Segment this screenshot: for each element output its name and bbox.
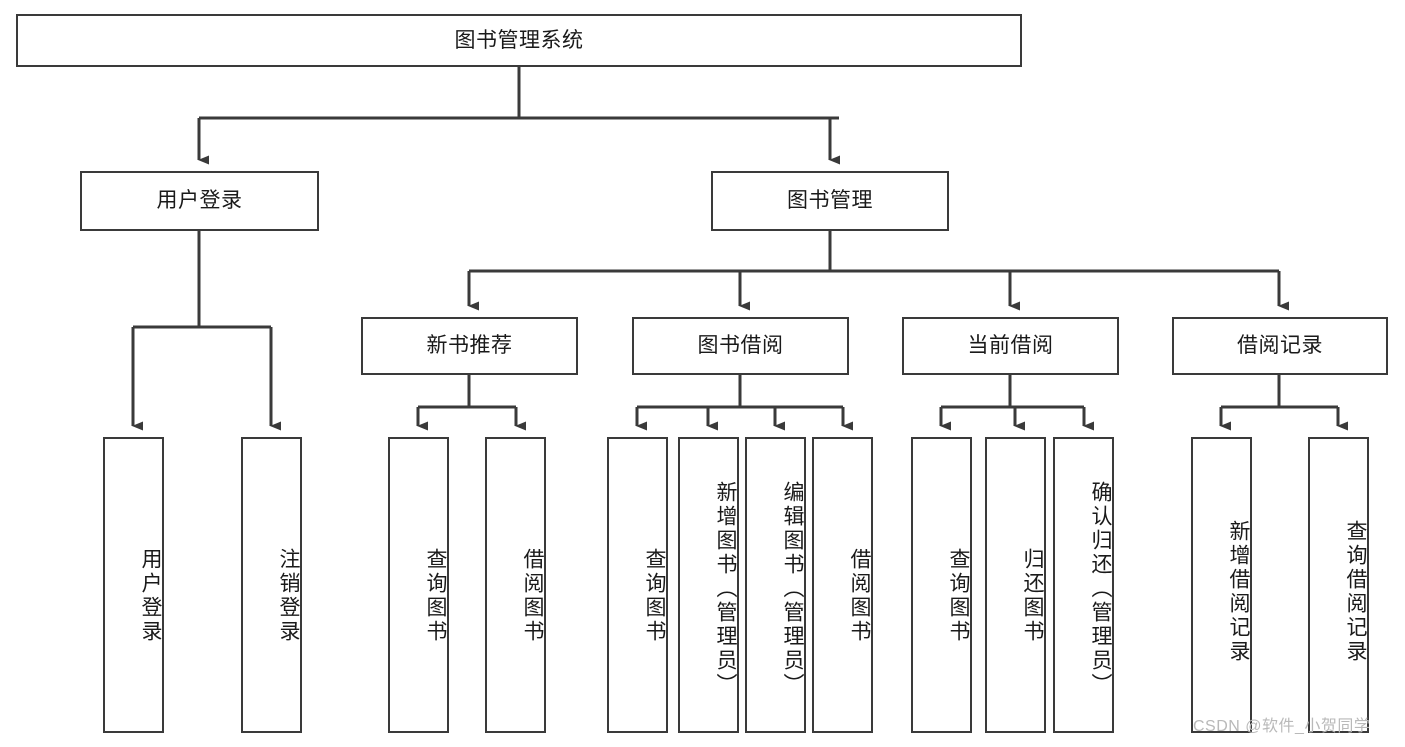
leaf-add-record[interactable]: 新增借阅记录	[1191, 437, 1252, 733]
leaf-query-book-1[interactable]: 查询图书	[388, 437, 449, 733]
leaf-query-record[interactable]: 查询借阅记录	[1308, 437, 1369, 733]
node-borrow-record[interactable]: 借阅记录	[1172, 317, 1388, 375]
leaf-add-book-label: 新增图书（管理员）	[714, 481, 737, 697]
leaf-user-logout-label: 注销登录	[277, 548, 300, 644]
leaf-query-book-2-label: 查询图书	[643, 548, 666, 644]
leaf-user-logout[interactable]: 注销登录	[241, 437, 302, 733]
node-book-borrow-label: 图书借阅	[697, 334, 784, 358]
node-book-manage-label: 图书管理	[787, 189, 873, 213]
node-book-manage[interactable]: 图书管理	[711, 171, 949, 231]
node-user-login-label: 用户登录	[156, 189, 243, 213]
leaf-add-book[interactable]: 新增图书（管理员）	[678, 437, 739, 733]
node-root-label: 图书管理系统	[454, 28, 584, 52]
leaf-query-book-2[interactable]: 查询图书	[607, 437, 668, 733]
leaf-add-record-label: 新增借阅记录	[1227, 520, 1250, 664]
node-new-book-rec-label: 新书推荐	[426, 334, 513, 358]
leaf-return-book-label: 归还图书	[1021, 548, 1044, 644]
node-borrow-record-label: 借阅记录	[1237, 334, 1323, 358]
leaf-confirm-return-label: 确认归还（管理员）	[1089, 481, 1112, 697]
leaf-return-book[interactable]: 归还图书	[985, 437, 1046, 733]
node-root[interactable]: 图书管理系统	[16, 14, 1022, 67]
leaf-borrow-book-1[interactable]: 借阅图书	[485, 437, 546, 733]
node-current-borrow-label: 当前借阅	[967, 334, 1054, 358]
leaf-query-book-1-label: 查询图书	[424, 548, 447, 644]
node-book-borrow[interactable]: 图书借阅	[632, 317, 849, 375]
leaf-borrow-book-1-label: 借阅图书	[521, 548, 544, 644]
node-new-book-rec[interactable]: 新书推荐	[361, 317, 578, 375]
node-current-borrow[interactable]: 当前借阅	[902, 317, 1119, 375]
leaf-user-login[interactable]: 用户登录	[103, 437, 164, 733]
leaf-edit-book[interactable]: 编辑图书（管理员）	[745, 437, 806, 733]
leaf-borrow-book-2[interactable]: 借阅图书	[812, 437, 873, 733]
leaf-edit-book-label: 编辑图书（管理员）	[781, 481, 804, 697]
leaf-query-book-3[interactable]: 查询图书	[911, 437, 972, 733]
leaf-query-book-3-label: 查询图书	[947, 548, 970, 644]
leaf-query-record-label: 查询借阅记录	[1344, 520, 1367, 664]
leaf-confirm-return[interactable]: 确认归还（管理员）	[1053, 437, 1114, 733]
leaf-user-login-label: 用户登录	[139, 548, 162, 644]
node-user-login[interactable]: 用户登录	[80, 171, 319, 231]
leaf-borrow-book-2-label: 借阅图书	[848, 548, 871, 644]
